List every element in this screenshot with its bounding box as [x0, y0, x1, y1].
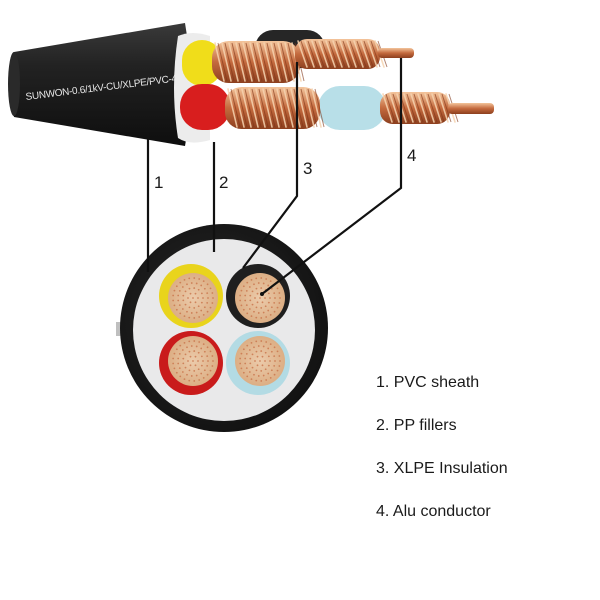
legend-item-xlpe-insulation: 3. XLPE Insulation	[376, 460, 508, 477]
callout-number-1: 1	[154, 173, 163, 192]
conductor-wires	[172, 340, 214, 382]
strand-bundle	[380, 92, 459, 124]
legend-item-alu-conductor: 4. Alu conductor	[376, 503, 491, 520]
callout-number-2: 2	[219, 173, 228, 192]
legend-item-pp-fillers: 2. PP fillers	[376, 417, 457, 434]
conductor-wire-dots	[172, 277, 281, 382]
conductor-wires	[239, 340, 281, 382]
core-blue-insulation	[318, 86, 386, 130]
strand-bundle	[212, 41, 305, 83]
conductor-tip-lower	[448, 103, 494, 114]
callout-line-4	[261, 58, 403, 295]
legend-item-pvc-sheath: 1. PVC sheath	[376, 374, 480, 391]
callout-line-3	[242, 62, 299, 269]
core-red-insulation	[180, 84, 230, 130]
conductor-wires	[172, 277, 214, 319]
core-yellow-insulation	[182, 40, 222, 86]
sheath-end-cap	[8, 52, 20, 116]
stranded-conductors	[212, 39, 459, 129]
cable-side-view: SUNWON-0.6/1kV-CU/XLPE/PVC-4C	[8, 23, 494, 146]
callout-4-dot	[260, 292, 264, 296]
sheath-notch	[116, 322, 124, 336]
pvc-sheath-side	[9, 23, 191, 146]
conductor-wires	[239, 277, 281, 319]
strand-bundle	[295, 39, 388, 69]
callout-lines	[146, 58, 403, 295]
callout-number-4: 4	[407, 146, 416, 165]
pp-filler-cross	[133, 239, 315, 421]
callout-number-3: 3	[303, 159, 312, 178]
conductor-tip-upper	[378, 48, 414, 58]
component-legend: 1. PVC sheath 2. PP fillers 3. XLPE Insu…	[376, 372, 508, 544]
strand-bundle	[225, 87, 325, 129]
